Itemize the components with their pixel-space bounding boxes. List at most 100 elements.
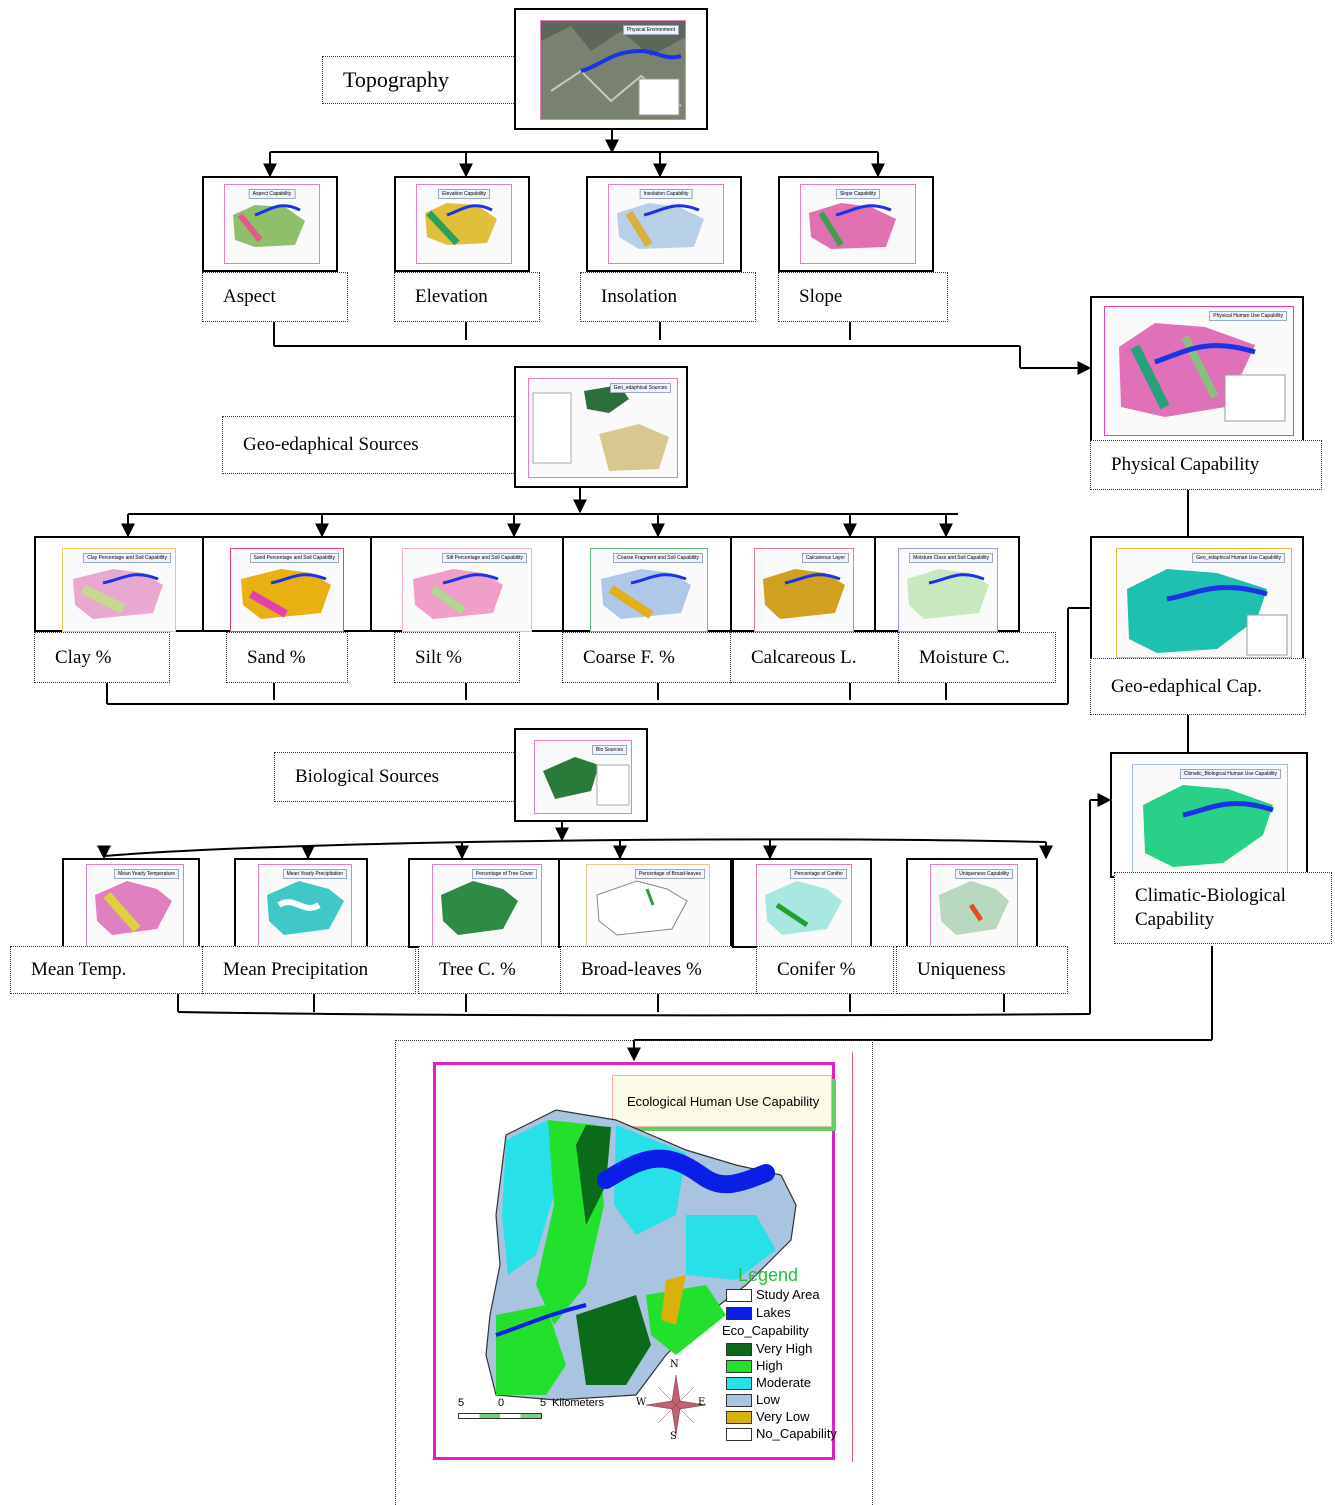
elevation-map-icon xyxy=(425,203,497,246)
legend-swatch-study-area xyxy=(726,1289,752,1302)
legend-label-lakes: Lakes xyxy=(756,1305,791,1320)
insolation-thumb-title: Insolation Capability xyxy=(639,189,693,199)
mean-precipitation-node: Mean Yearly Precipitation xyxy=(234,858,368,948)
uniqueness-map-thumbnail: Uniqueness Capability xyxy=(930,864,1018,948)
sand-label-text: Sand % xyxy=(247,646,306,668)
mean-precipitation-label: Mean Precipitation xyxy=(202,946,416,994)
legend-swatch-very-high xyxy=(726,1343,752,1356)
clay-node: Clay Percentage and Soil Capability xyxy=(34,536,204,632)
conifer-node: Percentage of Conifer xyxy=(732,858,872,948)
aspect-map-icon xyxy=(233,204,305,247)
moisture-label: Moisture C. xyxy=(898,632,1056,683)
geo-edaphical-capability-label-text: Geo-edaphical Cap. xyxy=(1111,675,1262,697)
tree-cover-map-icon xyxy=(441,881,518,935)
coarse-fragment-thumb-title: Coarse Fragment and Soil Capability xyxy=(613,553,703,563)
tree-cover-node: Percentage of Tree Cover xyxy=(408,858,562,948)
calcareous-map-icon xyxy=(763,569,845,619)
biological-sources-map-thumbnail: Bio Sources xyxy=(534,740,632,814)
compass-north: N xyxy=(670,1359,679,1370)
geo-edaphical-sources-node: Geo_edaphical Sources xyxy=(514,366,688,488)
mean-precipitation-label-text: Mean Precipitation xyxy=(223,959,369,981)
mean-temp-label: Mean Temp. xyxy=(10,946,204,994)
topography-map-thumbnail: Physical Environment xyxy=(540,20,686,120)
elevation-label: Elevation xyxy=(394,272,540,322)
coarse-fragment-map-thumbnail: Coarse Fragment and Soil Capability xyxy=(590,548,708,632)
calcareous-thumb-title: Calcareous Layer xyxy=(801,553,849,563)
legend-swatch-very-low xyxy=(726,1411,752,1424)
broad-leaves-label: Broad-leaves % xyxy=(560,946,760,994)
elevation-label-text: Elevation xyxy=(415,286,488,308)
mean-temp-thumb-title: Mean Yearly Temperature xyxy=(114,869,179,879)
broad-leaves-node: Percentage of Broad-leaves xyxy=(558,858,732,948)
ecological-capability-map: Ecological Human Use Capability Legend S… xyxy=(433,1062,837,1460)
elevation-map-thumbnail: Elevation Capability xyxy=(416,184,512,264)
compass-west: W xyxy=(636,1397,647,1408)
sand-node: Sand Percentage and Soil Capability xyxy=(202,536,372,632)
moisture-map-icon xyxy=(907,569,989,619)
moisture-map-thumbnail: Moisture Class and Soil Capability xyxy=(898,548,998,632)
coarse-fragment-map-icon xyxy=(601,569,691,619)
mean-temp-node: Mean Yearly Temperature xyxy=(62,858,200,948)
scale-bar: 5 0 5 Kilometers xyxy=(458,1397,604,1419)
slope-map-thumbnail: Slope Capability xyxy=(800,184,916,264)
tree-cover-map-thumbnail: Percentage of Tree Cover xyxy=(432,864,542,948)
broad-leaves-label-text: Broad-leaves % xyxy=(581,959,702,981)
tree-cover-label-text: Tree C. % xyxy=(439,959,516,981)
mean-precipitation-thumb-title: Mean Yearly Precipitation xyxy=(282,869,347,879)
ecological-map-title-box: Ecological Human Use Capability xyxy=(612,1075,832,1127)
sand-map-icon xyxy=(241,569,331,619)
broad-leaves-map-thumbnail: Percentage of Broad-leaves xyxy=(586,864,710,948)
biological-sources-node: Bio Sources xyxy=(514,728,648,822)
coarse-fragment-label: Coarse F. % xyxy=(562,632,740,683)
clay-map-icon xyxy=(73,569,163,619)
uniqueness-label-text: Uniqueness xyxy=(917,959,1006,981)
tree-cover-label: Tree C. % xyxy=(418,946,562,994)
climatic-biological-capability-label-text: Climatic-Biological Capability xyxy=(1135,885,1286,930)
topography-label-text: Topography xyxy=(343,67,449,93)
clay-thumb-title: Clay Percentage and Soil Capability xyxy=(83,553,171,563)
legend-swatch-no-capability xyxy=(726,1428,752,1441)
biological-sources-label-text: Biological Sources xyxy=(295,766,440,788)
sand-thumb-title: Sand Percentage and Soil Capability xyxy=(249,553,339,563)
scale-bar-graphic xyxy=(458,1413,542,1419)
silt-node: Silt Percentage and Soil Capability xyxy=(370,536,564,632)
aspect-thumb-title: Aspect Capability xyxy=(248,189,296,199)
scale-unit: Kilometers xyxy=(552,1397,604,1409)
uniqueness-thumb-title: Uniqueness Capability xyxy=(955,869,1013,879)
slope-map-icon xyxy=(809,203,896,249)
topography-node: Physical Environment xyxy=(514,8,708,130)
conifer-label-text: Conifer % xyxy=(777,959,856,981)
topography-label: Topography xyxy=(322,56,516,104)
physical-capability-map-icon xyxy=(1119,323,1286,422)
moisture-label-text: Moisture C. xyxy=(919,646,1010,668)
mean-precipitation-map-thumbnail: Mean Yearly Precipitation xyxy=(258,864,352,948)
sand-label: Sand % xyxy=(226,632,348,683)
compass-east: E xyxy=(698,1397,706,1408)
conifer-map-icon xyxy=(765,881,842,935)
physical-capability-node: Physical Human Use Capability xyxy=(1090,296,1304,442)
elevation-node: Elevation Capability xyxy=(394,176,530,272)
slope-label-text: Slope xyxy=(799,286,843,308)
legend-swatch-high xyxy=(726,1360,752,1373)
geo-edaphical-sources-label: Geo-edaphical Sources xyxy=(222,416,518,474)
legend-label-low: Low xyxy=(756,1392,780,1407)
legend-swatch-lakes xyxy=(726,1307,752,1320)
insolation-node: Insolation Capability xyxy=(586,176,742,272)
uniqueness-label: Uniqueness xyxy=(896,946,1068,994)
page-margin-line xyxy=(852,1052,853,1462)
geo-edaphical-sources-label-text: Geo-edaphical Sources xyxy=(243,434,419,456)
silt-map-thumbnail: Silt Percentage and Soil Capability xyxy=(402,548,532,632)
calcareous-label: Calcareous L. xyxy=(730,632,900,683)
calcareous-node: Calcareous Layer xyxy=(730,536,876,632)
mean-temp-map-thumbnail: Mean Yearly Temperature xyxy=(86,864,184,948)
compass-south: S xyxy=(670,1431,677,1442)
elevation-thumb-title: Elevation Capability xyxy=(438,189,490,199)
aspect-node: Aspect Capability xyxy=(202,176,338,272)
uniqueness-node: Uniqueness Capability xyxy=(906,858,1038,948)
insolation-label: Insolation xyxy=(580,272,756,322)
topography-thumb-title: Physical Environment xyxy=(622,25,679,35)
biological-sources-label: Biological Sources xyxy=(274,752,518,802)
geo-edaphical-capability-map-thumbnail: Geo_edaphical Human Use Capability xyxy=(1116,548,1292,658)
